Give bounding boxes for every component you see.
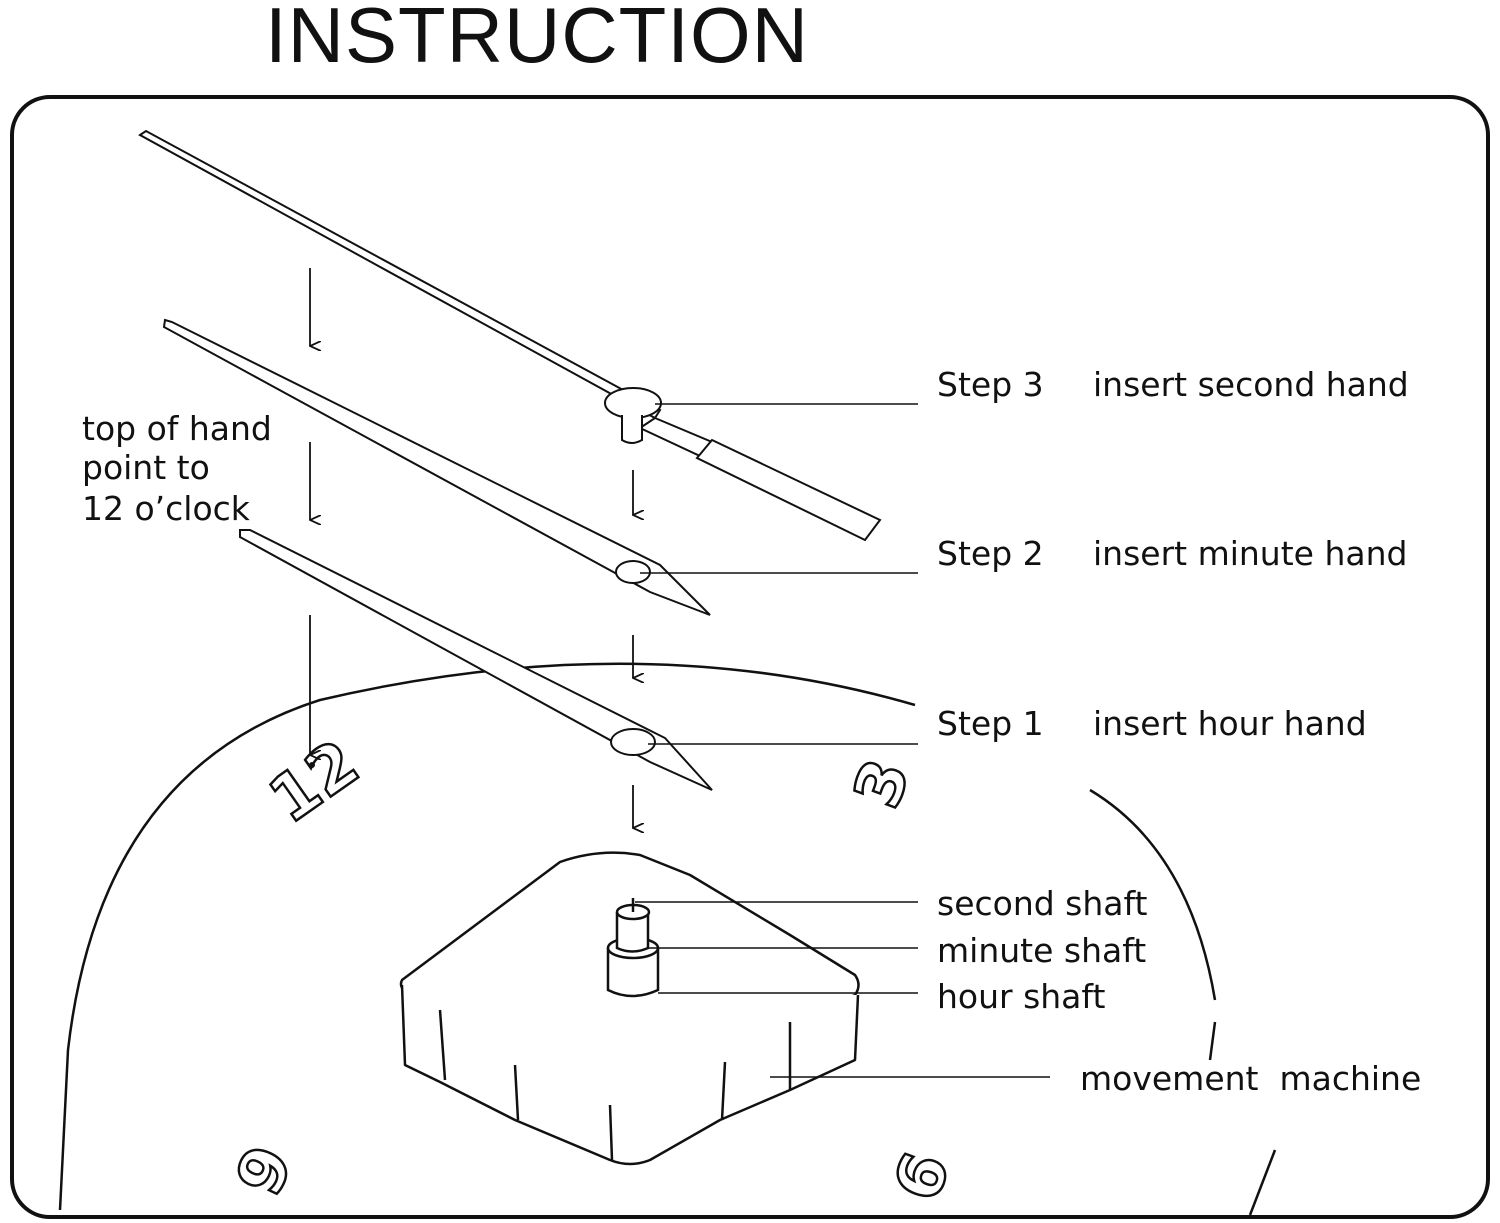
note-line-3: 12 o’clock	[82, 489, 251, 528]
hour-hand	[239, 529, 713, 791]
step-3-label: Step 3	[937, 365, 1044, 404]
diagram-frame	[10, 95, 1490, 1219]
clock-dial-outline-bottom-right	[1248, 1149, 1277, 1216]
leader-lines	[635, 403, 1050, 1078]
page-title: INSTRUCTION	[265, 0, 809, 79]
step-1-label: Step 1	[937, 704, 1044, 743]
clock-dial-outline	[58, 662, 916, 1211]
dial-number-12: 12	[257, 726, 372, 838]
step-3-text: insert second hand	[1093, 365, 1409, 404]
note-line-2: point to	[82, 448, 210, 487]
dial-number-6: 6	[880, 1143, 965, 1210]
step-2-text: insert minute hand	[1093, 534, 1407, 573]
dial-number-9: 9	[222, 1135, 308, 1207]
hour-shaft-label: hour shaft	[937, 977, 1105, 1016]
dial-number-3: 3	[840, 750, 925, 817]
shaft-stack	[606, 898, 660, 998]
marker-dot-12	[309, 762, 315, 768]
movement-machine	[399, 851, 860, 1166]
minute-shaft-label: minute shaft	[937, 931, 1146, 970]
minute-hand	[162, 318, 711, 616]
guide-arrows	[310, 268, 633, 828]
step-1-text: insert hour hand	[1093, 704, 1367, 743]
second-shaft-label: second shaft	[937, 884, 1148, 923]
clock-dial-outline-right-lower	[1208, 1021, 1217, 1061]
note-line-1: top of hand	[82, 409, 272, 448]
clock-dial-outline-right	[1089, 788, 1217, 1001]
movement-machine-label: movement machine	[1080, 1059, 1421, 1098]
second-hand	[138, 129, 882, 542]
step-2-label: Step 2	[937, 534, 1044, 573]
